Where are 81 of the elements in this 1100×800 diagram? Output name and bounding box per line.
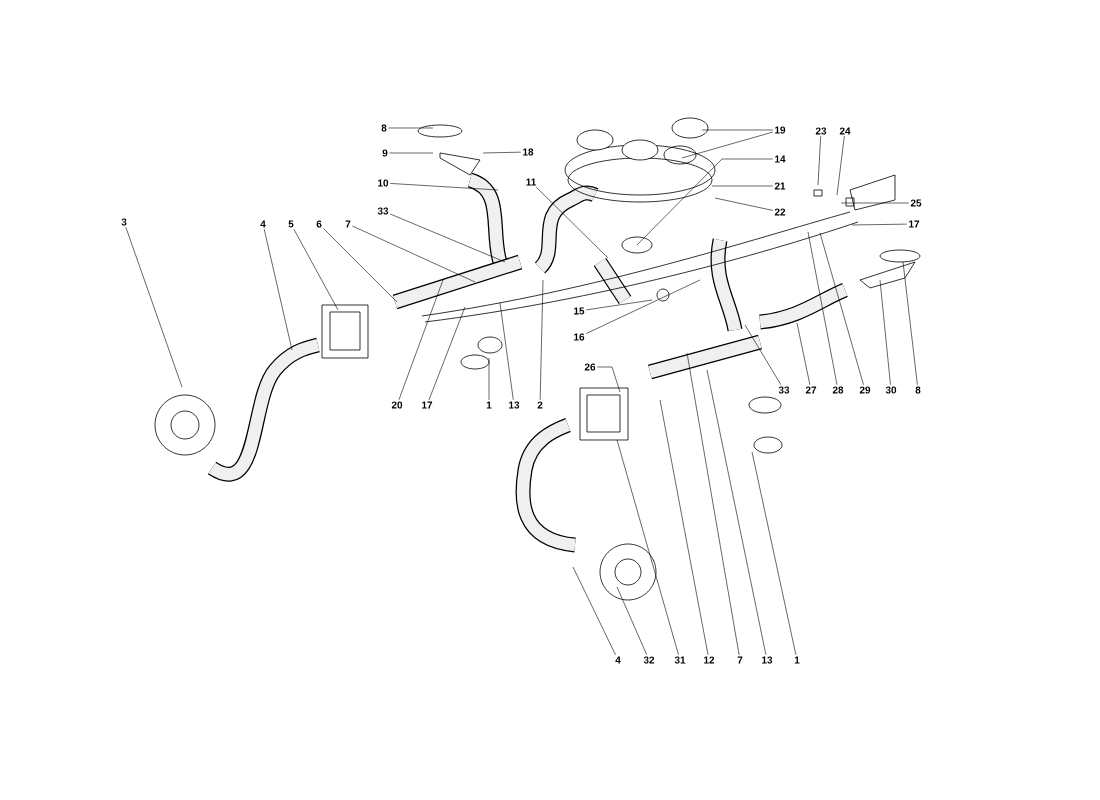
leader-line: [488, 357, 490, 401]
leader-line: [482, 151, 522, 154]
leader-line: [293, 228, 339, 311]
leader-line: [499, 302, 514, 401]
leader-line: [879, 279, 891, 386]
callout-number: 13: [762, 656, 773, 664]
leader-line: [659, 399, 709, 656]
callout-number: 28: [832, 386, 844, 394]
callout-number: 7: [737, 656, 743, 664]
callout-number: 1: [794, 656, 800, 664]
callout-number: 1: [486, 401, 492, 409]
callout-number: 6: [316, 220, 322, 228]
callout-number: 33: [778, 386, 790, 394]
leader-line: [744, 324, 782, 386]
callout-number: 31: [674, 656, 686, 664]
leader-line: [263, 228, 293, 351]
leader-line: [706, 369, 767, 656]
callout-number: 23: [815, 127, 827, 135]
callout-number: 7: [345, 220, 351, 228]
callout-number: 11: [526, 178, 536, 186]
leader-line: [851, 223, 908, 226]
callout-number: 22: [774, 208, 786, 216]
callout-number: 33: [377, 207, 389, 215]
callout-number: 12: [704, 656, 715, 664]
callout-number: 4: [260, 220, 266, 228]
leader-line: [796, 322, 811, 386]
leader-line: [817, 135, 821, 186]
leader-line: [585, 299, 653, 311]
leader-line: [389, 213, 506, 263]
callout-number: 3: [121, 218, 127, 226]
leader-line: [539, 279, 544, 401]
leader-line: [616, 439, 679, 656]
leader-line: [535, 186, 609, 259]
leader-line: [388, 127, 434, 129]
callout-number: 25: [910, 199, 922, 207]
callout-number: 20: [391, 401, 403, 409]
callout-number: 4: [615, 656, 621, 664]
callout-number: 19: [775, 126, 786, 134]
callout-number: 17: [422, 401, 433, 409]
callout-number: 9: [382, 149, 388, 157]
leader-line: [701, 129, 774, 131]
leader-line: [686, 352, 740, 656]
callout-number: 26: [584, 363, 596, 371]
leader-line: [585, 279, 701, 334]
callout-number: 29: [859, 386, 871, 394]
callout-number: 10: [378, 179, 389, 187]
callout-number: 2: [537, 401, 543, 409]
leader-line: [681, 131, 774, 159]
leader-line: [819, 232, 864, 386]
leader-line: [389, 183, 499, 191]
callout-number: 14: [775, 155, 786, 163]
leader-line: [389, 152, 434, 154]
leader-line: [323, 228, 398, 303]
callout-number: 16: [574, 333, 585, 341]
leader-line: [398, 279, 444, 401]
callout-number: 32: [643, 656, 655, 664]
callout-number: 21: [774, 182, 786, 190]
callout-number: 8: [915, 386, 921, 394]
leader-line: [636, 158, 774, 246]
leader-line: [352, 225, 476, 283]
callout-number: 24: [839, 127, 851, 135]
leader-line: [711, 185, 774, 187]
leader-line: [596, 366, 621, 393]
leader-line: [125, 226, 183, 388]
callout-number: 8: [381, 124, 387, 132]
callout-number: 15: [574, 307, 585, 315]
leader-line: [572, 566, 616, 656]
leader-line: [807, 231, 838, 386]
callout-number: 18: [523, 148, 534, 156]
leader-line: [751, 451, 797, 656]
callout-number: 13: [509, 401, 520, 409]
callout-number: 5: [288, 220, 294, 228]
leader-line: [840, 202, 910, 204]
callout-number: 17: [909, 220, 920, 228]
callout-number: 27: [805, 386, 817, 394]
callout-number: 30: [885, 386, 897, 394]
leader-line: [428, 306, 466, 401]
leader-line: [836, 135, 845, 196]
leader-line: [714, 197, 774, 211]
leader-line: [616, 586, 647, 656]
leader-line: [902, 261, 918, 386]
